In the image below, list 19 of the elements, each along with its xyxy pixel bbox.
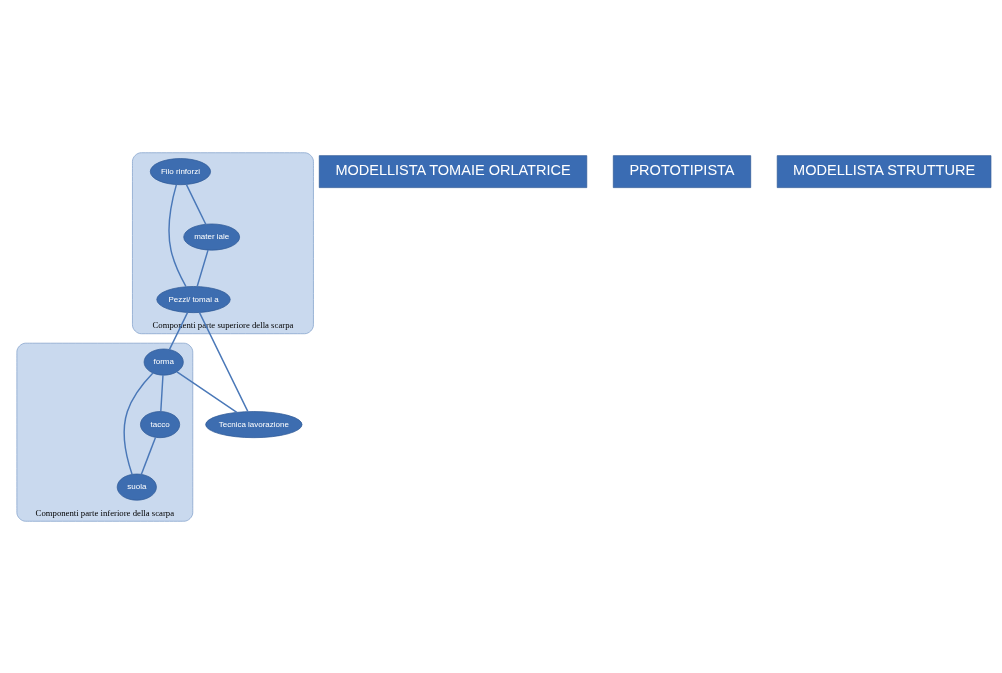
connector xyxy=(168,311,189,350)
node-box: MODELLISTA STRUTTURE xyxy=(776,154,992,188)
connector xyxy=(176,370,238,413)
node-ellipse: tacco xyxy=(140,410,181,438)
node-box: PROTOTIPISTA xyxy=(612,154,752,188)
connector xyxy=(140,436,157,475)
node-ellipse: mater iale xyxy=(183,223,240,250)
node-ellipse: Pezzi/ tomai a xyxy=(156,285,231,313)
connector xyxy=(198,311,249,412)
node-ellipse: forma xyxy=(143,348,184,376)
node-ellipse: suola xyxy=(116,473,157,501)
connector xyxy=(123,371,154,475)
connector xyxy=(168,183,187,287)
connector xyxy=(160,373,164,412)
connector xyxy=(185,183,207,225)
node-ellipse: Filo rinforzi xyxy=(149,157,211,185)
node-ellipse: Tecnica lavorazione xyxy=(205,410,303,438)
node-box: MODELLISTA TOMAIE ORLATRICE xyxy=(318,154,588,188)
connector xyxy=(196,248,209,287)
